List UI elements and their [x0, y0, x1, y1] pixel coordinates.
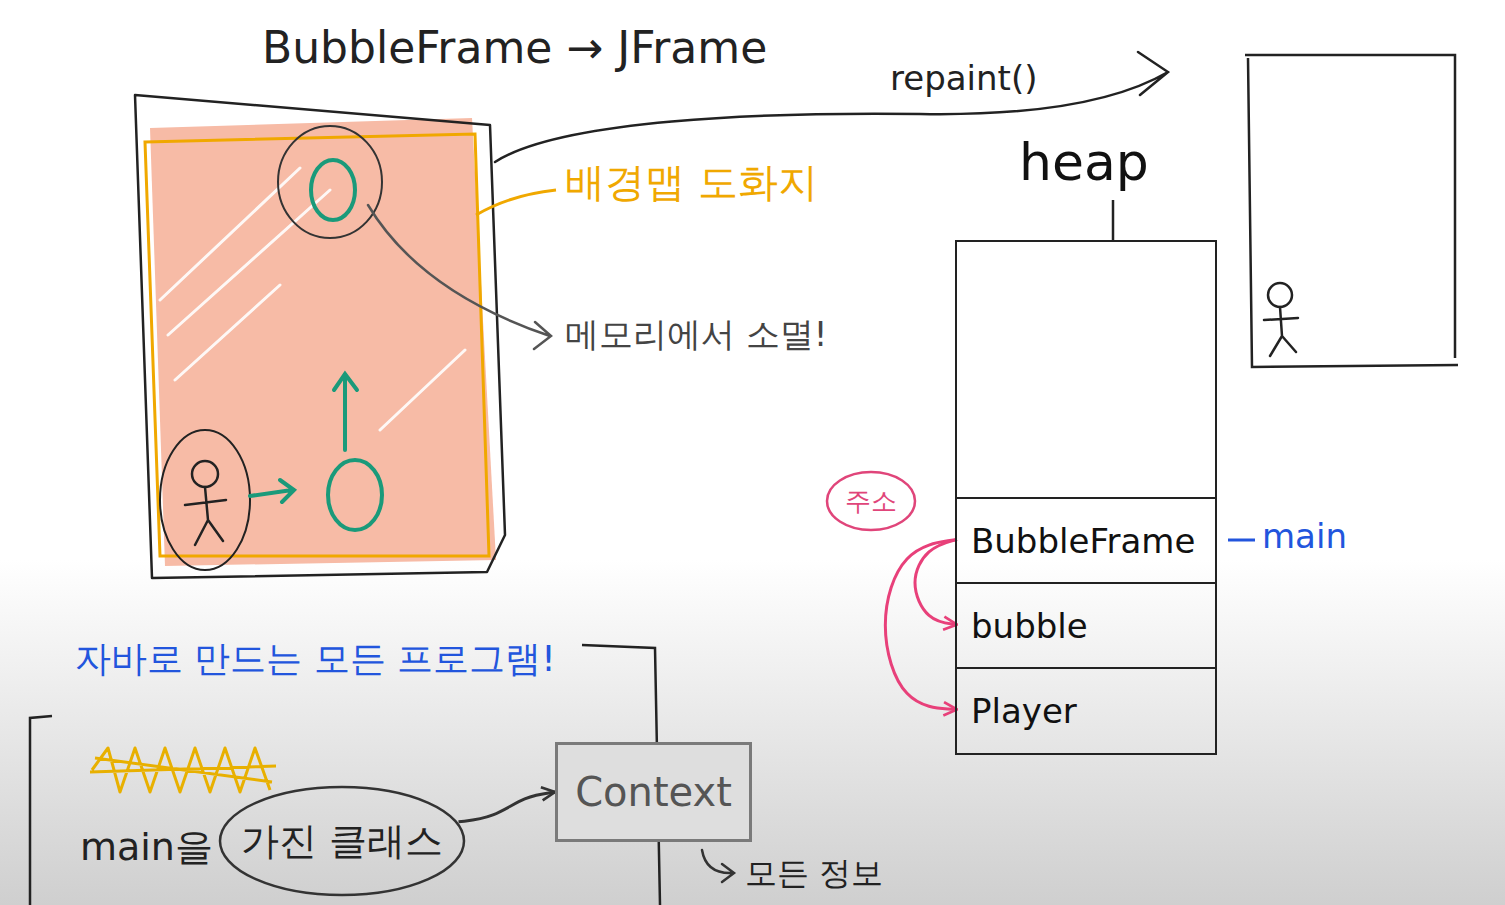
diagram-title: BubbleFrame → JFrame: [262, 22, 767, 73]
figure-head: [1268, 283, 1292, 307]
stack-slot: bubble: [957, 582, 1215, 667]
player-highlight: [160, 430, 250, 570]
leader-arrow: [368, 205, 551, 349]
stack-slot: Player: [957, 667, 1215, 752]
node-text: bubble: [971, 606, 1088, 646]
stick-figure: [1264, 283, 1298, 356]
connector-arrow: [915, 540, 957, 625]
method-label: repaint(): [890, 58, 1037, 98]
ellipse-outline: [220, 787, 464, 895]
heading-note: 자바로 만드는 모든 프로그램!: [75, 635, 556, 684]
bubble-circle: [328, 460, 382, 530]
connector-arrow: [885, 540, 957, 710]
node-text: Context: [575, 769, 732, 815]
info-arrow: [702, 850, 734, 882]
main-label: main: [1262, 516, 1347, 556]
rise-arrow: [334, 374, 357, 450]
canvas-outline: [145, 134, 489, 556]
note-label: 메모리에서 소멸!: [565, 312, 827, 358]
left-bracket: [30, 716, 52, 905]
node-text: Player: [971, 691, 1077, 731]
repainted-frame: [1245, 55, 1458, 367]
bubble-circle: [311, 160, 355, 220]
shoot-arrow: [250, 480, 294, 502]
address-circle: 주소: [825, 470, 917, 532]
note-label: main을: [80, 822, 213, 873]
heap-heading: heap: [1019, 132, 1149, 192]
figure-head: [192, 461, 218, 487]
heap-stem: [1112, 200, 1115, 240]
figure-body: [185, 487, 226, 545]
connector-arrow: [459, 792, 555, 822]
class-ellipse: 가진 클래스: [218, 785, 466, 897]
figure-body: [1264, 307, 1298, 356]
node-text: 가진 클래스: [241, 816, 443, 867]
crossed-scribble: [90, 748, 276, 792]
background-fill: [150, 118, 496, 566]
node-text: 주소: [845, 484, 897, 519]
heap-box: heapBubbleFramebubblePlayer: [955, 240, 1217, 755]
stick-figure: [185, 461, 226, 545]
fill-streaks: [160, 168, 465, 430]
main-dash: [1228, 539, 1255, 542]
canvas-label: 배경맵 도화지: [565, 155, 818, 210]
context-box: Context: [555, 742, 752, 842]
highlight-circle: [278, 126, 382, 238]
ellipse-outline: [827, 472, 915, 530]
streak: [380, 350, 465, 430]
stack-slot: BubbleFrame: [957, 497, 1215, 582]
frame-outline: [135, 95, 505, 578]
leader-line: [476, 190, 556, 215]
info-label: 모든 정보: [745, 852, 883, 896]
node-text: BubbleFrame: [971, 521, 1195, 561]
streak: [175, 285, 280, 380]
